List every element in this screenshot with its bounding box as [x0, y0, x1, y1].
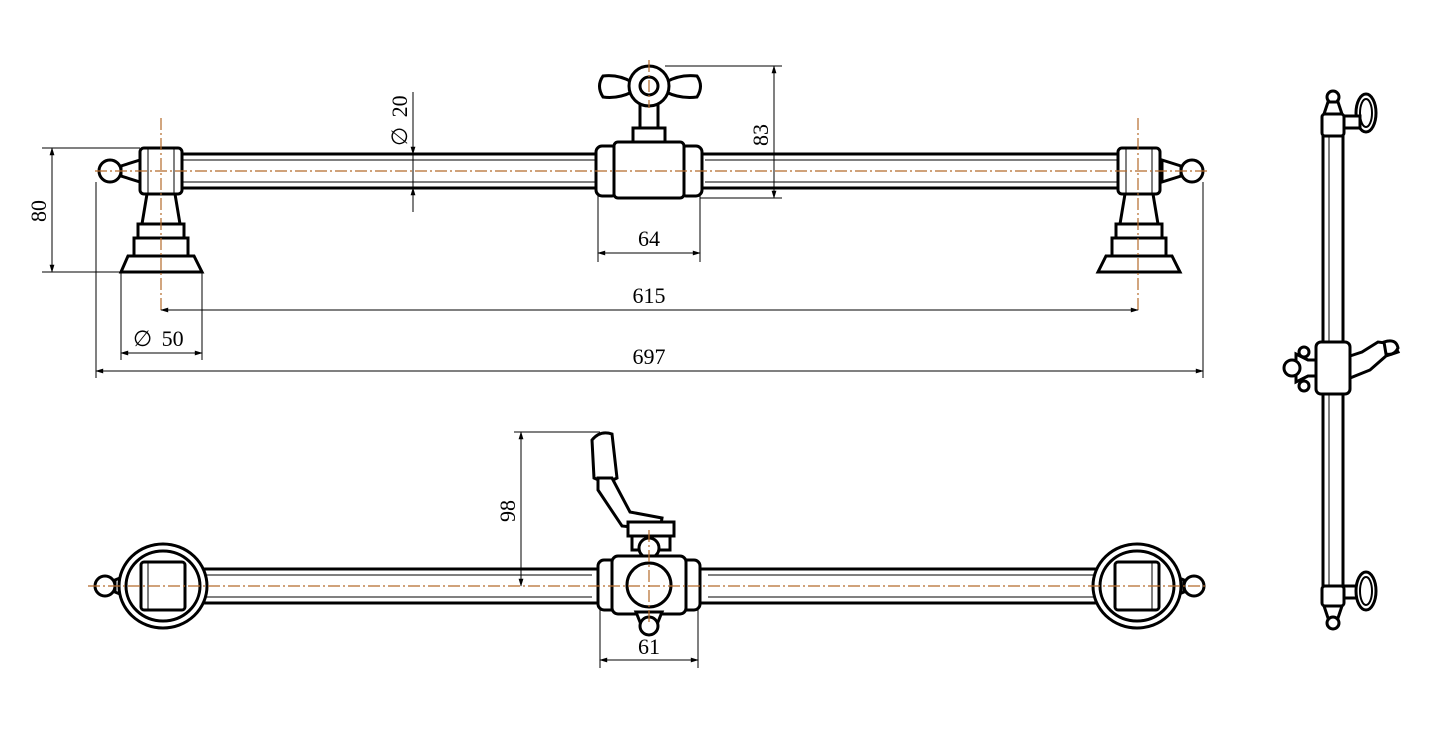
side-view — [1282, 89, 1401, 631]
left-bracket-front — [97, 146, 205, 274]
diameter-symbol: ∅ — [387, 127, 412, 146]
dim-lever-height-value: 98 — [495, 500, 520, 522]
svg-text:∅ 50: ∅ 50 — [133, 326, 184, 351]
top-view: 98 61 — [88, 431, 1208, 668]
dim-valve-width-bottom-value: 61 — [638, 634, 660, 659]
diameter-symbol-base: ∅ — [133, 326, 152, 351]
dim-top-mount-height: 83 — [665, 65, 782, 199]
dim-base-diameter: ∅ 50 — [120, 272, 203, 360]
dim-overall-length-value: 697 — [633, 344, 666, 369]
dim-bracket-centers: 615 — [160, 283, 1139, 313]
dim-lever-height: 98 — [495, 431, 600, 587]
dim-pipe-diameter-value: 20 — [387, 95, 412, 117]
dim-valve-width-top: 64 — [597, 196, 701, 262]
dim-bracket-centers-value: 615 — [633, 283, 666, 308]
dim-bracket-height: 80 — [26, 147, 140, 273]
dim-pipe-diameter: ∅ 20 — [387, 92, 416, 212]
dim-base-diameter-value: 50 — [162, 326, 184, 351]
dim-bracket-height-value: 80 — [26, 200, 51, 222]
slider-valve-top — [590, 431, 702, 637]
dim-valve-width-top-value: 64 — [638, 226, 660, 251]
front-view: ∅ 20 83 80 64 615 — [26, 60, 1210, 378]
dim-valve-width-bottom: 61 — [599, 610, 699, 668]
dim-top-mount-height-value: 83 — [748, 124, 773, 146]
dim-overall-length: 697 — [95, 182, 1204, 378]
svg-text:∅ 20: ∅ 20 — [387, 95, 412, 146]
